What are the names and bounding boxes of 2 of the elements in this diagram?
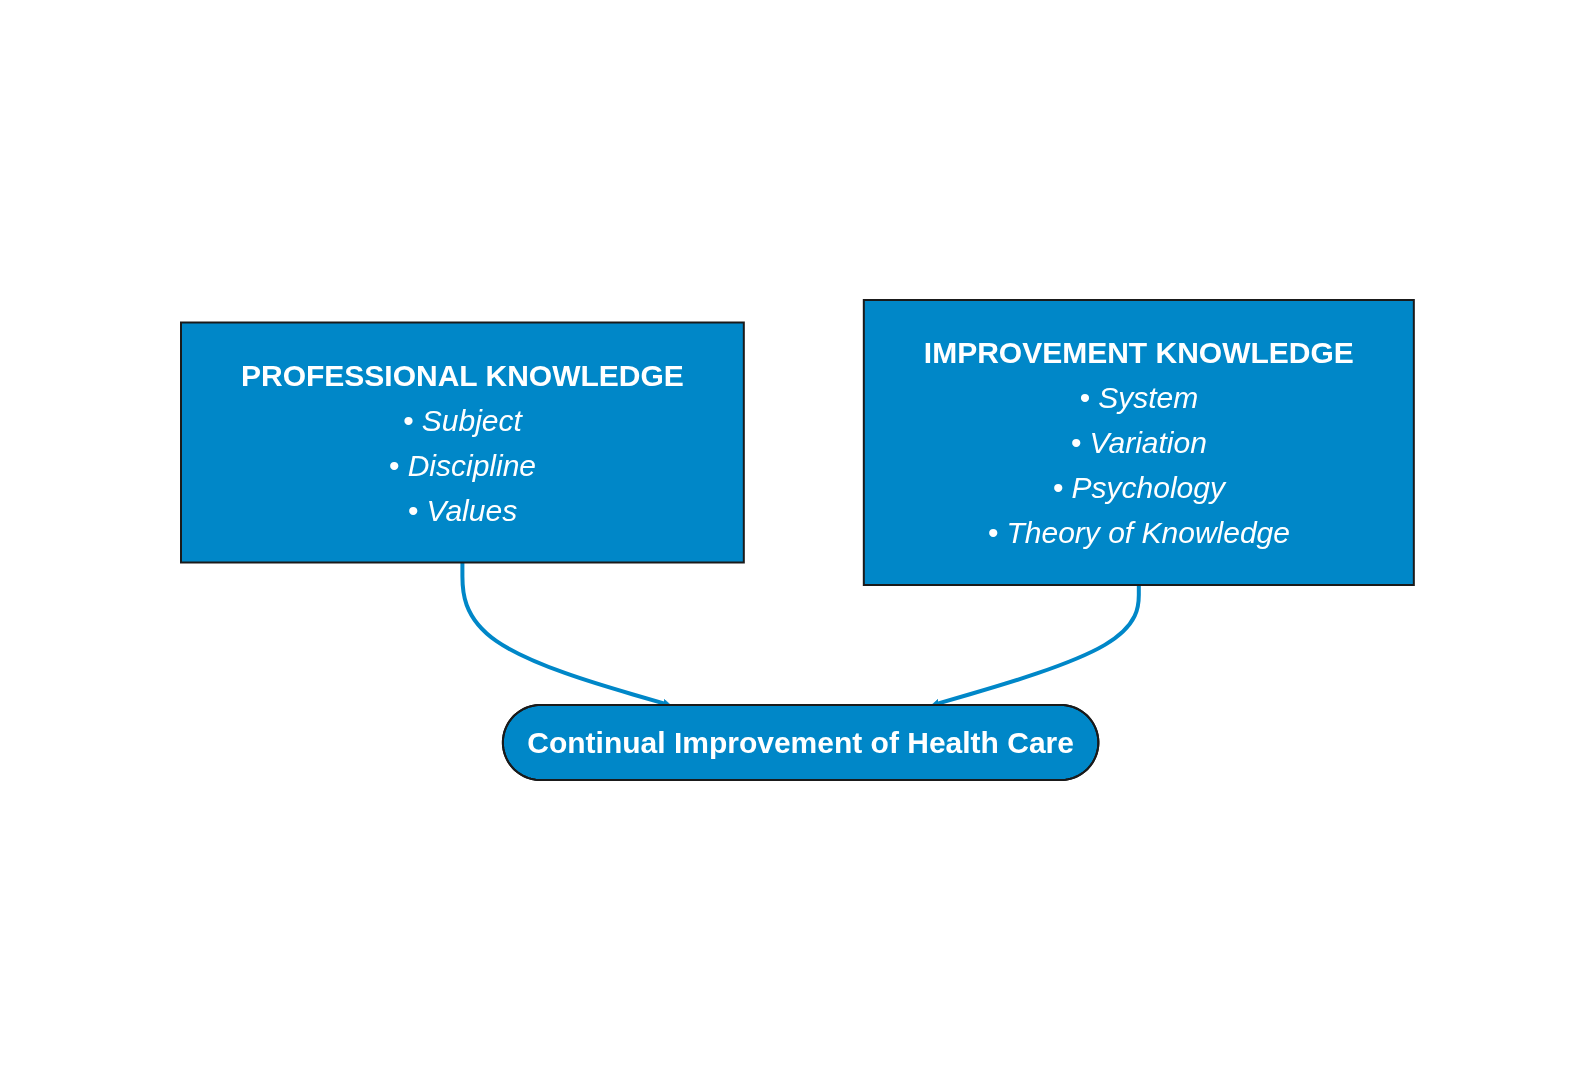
node-box: PROFESSIONAL KNOWLEDGE • Subject • Discipline • Values xyxy=(180,321,745,563)
node-box: IMPROVEMENT KNOWLEDGE • System • Variation • Psychology • Theory of Knowledge xyxy=(862,298,1415,586)
